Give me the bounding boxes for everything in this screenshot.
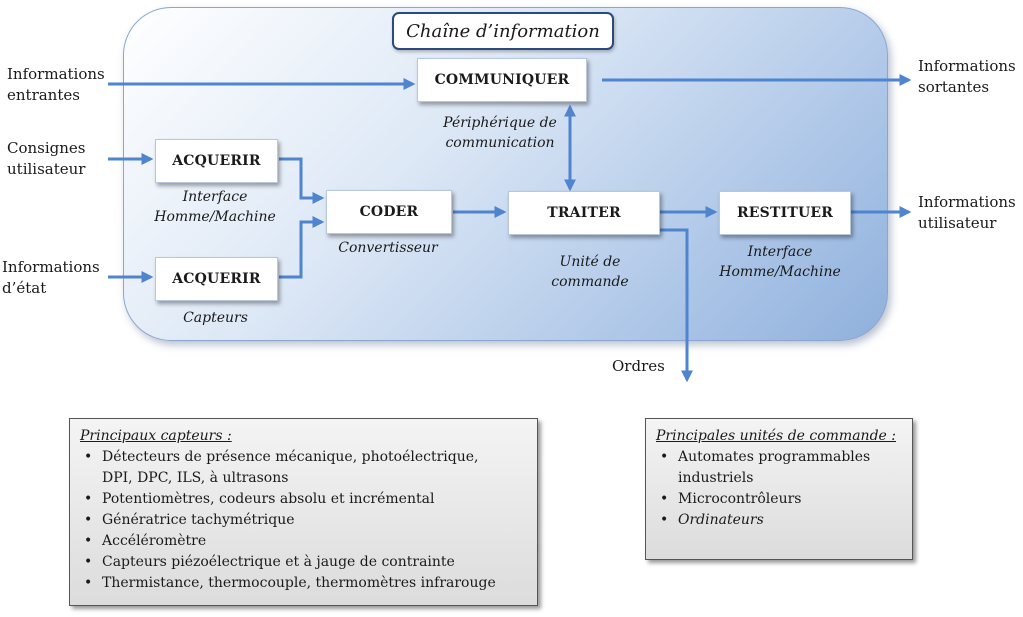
capteurs-list: Détecteurs de présence mécanique, photoé… [80, 447, 527, 594]
list-item-line: DPI, DPC, ILS, à ultrasons [102, 470, 289, 486]
block-acquerir-interface: ACQUERIR [155, 139, 278, 183]
arrow-acquerir2-to-coder [279, 216, 325, 279]
label-line: Informations [7, 65, 105, 83]
caption-line: Homme/Machine [154, 209, 276, 225]
panel-principales-unites-commande: Principales unités de commande : Automat… [645, 418, 913, 560]
label-ordres: Ordres [612, 357, 665, 375]
caption-line: Convertisseur [338, 240, 438, 256]
caption-traiter: Unité de commande [540, 252, 640, 292]
caption-line: Unité de [559, 254, 621, 270]
list-item-line: Thermistance, thermocouple, thermomètres… [102, 575, 496, 591]
caption-line: communication [445, 135, 555, 151]
caption-line: commande [551, 274, 629, 290]
panel-principaux-capteurs: Principaux capteurs : Détecteurs de prés… [69, 418, 538, 606]
list-item: Détecteurs de présence mécanique, photoé… [84, 447, 527, 489]
list-item-line: Potentiomètres, codeurs absolu et incrém… [102, 491, 435, 507]
label-line: Informations [918, 57, 1016, 75]
block-coder: CODER [326, 190, 452, 234]
list-item-line: Accéléromètre [102, 533, 207, 549]
label-informations-entrantes: Informations entrantes [7, 64, 105, 106]
caption-restituer: Interface Homme/Machine [705, 242, 855, 282]
arrow-traiter-to-ordres [660, 228, 693, 383]
caption-line: Interface [182, 189, 248, 205]
list-item-line: Microcontrôleurs [678, 491, 802, 507]
label-line: sortantes [918, 78, 990, 96]
chain-title: Chaîne d’information [392, 12, 614, 50]
caption-line: Homme/Machine [719, 264, 841, 280]
label-line: Informations [2, 258, 100, 276]
panel-title: Principaux capteurs : [80, 428, 232, 444]
caption-line: Périphérique de [443, 115, 557, 131]
label-line: utilisateur [7, 160, 86, 178]
list-item-line: Détecteurs de présence mécanique, photoé… [102, 449, 479, 465]
label-line: utilisateur [918, 214, 997, 232]
label-consignes-utilisateur: Consignes utilisateur [7, 138, 86, 180]
list-item: Génératrice tachymétrique [84, 510, 527, 531]
panel-title: Principales unités de commande : [656, 428, 896, 444]
label-line: Consignes [7, 139, 86, 157]
list-item-line: Capteurs piézoélectrique et à jauge de c… [102, 554, 455, 570]
list-item: Accéléromètre [84, 531, 527, 552]
list-item-line: industriels [678, 470, 754, 486]
list-item: Thermistance, thermocouple, thermomètres… [84, 573, 527, 594]
list-item: Potentiomètres, codeurs absolu et incrém… [84, 489, 527, 510]
list-item: Microcontrôleurs [660, 489, 902, 510]
arrow-acquerir1-to-coder [279, 157, 325, 204]
label-line: entrantes [7, 86, 80, 104]
block-restituer: RESTITUER [719, 191, 851, 235]
list-item: Capteurs piézoélectrique et à jauge de c… [84, 552, 527, 573]
caption-line: Interface [747, 244, 813, 260]
unites-list: Automates programmables industriels Micr… [656, 447, 902, 531]
label-line: d’état [2, 279, 47, 297]
caption-acquerir-interface: Interface Homme/Machine [150, 187, 280, 227]
list-item-line: Automates programmables [678, 449, 871, 465]
block-communiquer: COMMUNIQUER [417, 58, 587, 102]
label-line: Informations [918, 193, 1016, 211]
caption-communiquer: Périphérique de communication [420, 113, 580, 153]
block-traiter: TRAITER [508, 191, 660, 235]
list-item: Ordinateurs [660, 510, 902, 531]
label-informations-utilisateur: Informations utilisateur [918, 192, 1016, 234]
caption-line: Capteurs [183, 310, 248, 326]
label-informations-etat: Informations d’état [2, 257, 100, 299]
list-item: Automates programmables industriels [660, 447, 902, 489]
list-item-line: Ordinateurs [678, 512, 764, 528]
label-informations-sortantes: Informations sortantes [918, 56, 1016, 98]
list-item-line: Génératrice tachymétrique [102, 512, 295, 528]
caption-coder: Convertisseur [326, 238, 450, 258]
caption-acquerir-capteurs: Capteurs [155, 308, 276, 328]
block-acquerir-capteurs: ACQUERIR [155, 257, 278, 301]
